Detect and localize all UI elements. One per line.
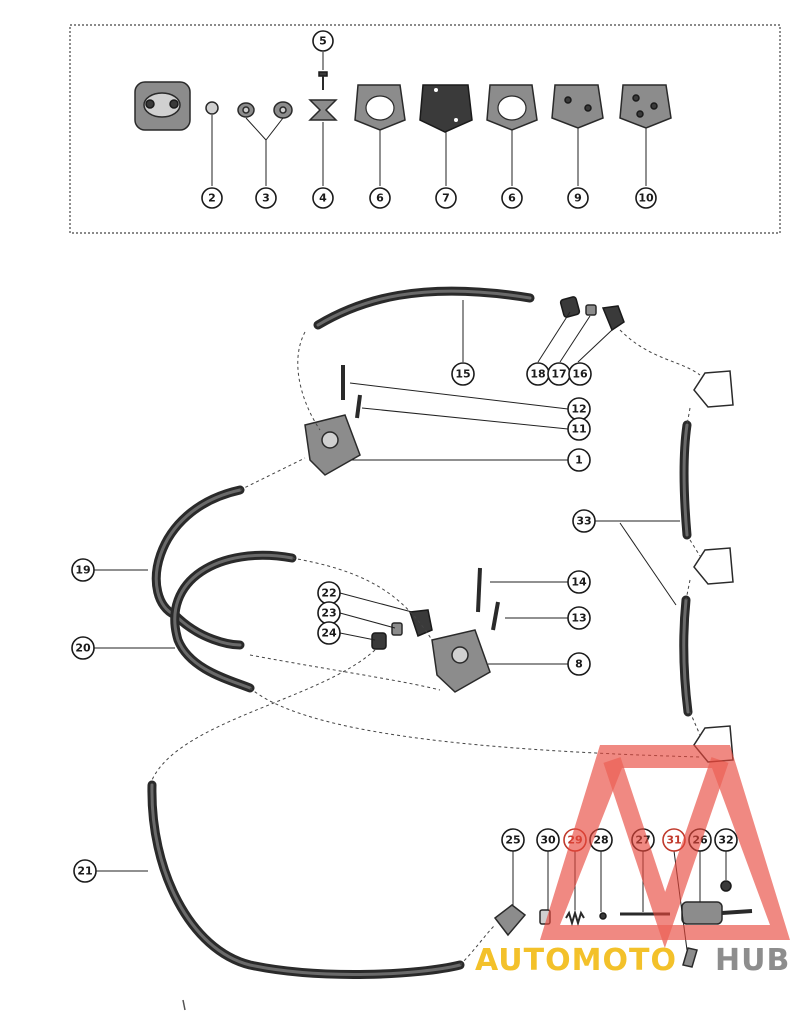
svg-text:10: 10 [638, 192, 654, 205]
inset-frame [69, 24, 781, 234]
inset-parts [134, 71, 672, 133]
check-valve-icon [237, 101, 293, 119]
svg-text:25: 25 [505, 834, 520, 847]
callout-8: 8 [567, 652, 591, 676]
svg-text:9: 9 [574, 192, 582, 205]
speck [182, 999, 186, 1011]
svg-text:30: 30 [540, 834, 556, 847]
svg-text:32: 32 [718, 834, 733, 847]
callout-7: 7 [435, 187, 457, 209]
callout-1: 1 [567, 448, 591, 472]
svg-text:33: 33 [576, 515, 591, 528]
svg-text:5: 5 [319, 35, 327, 48]
svg-text:19: 19 [75, 564, 90, 577]
fuel-pump-lower-icon [431, 629, 491, 693]
gasket-icon [354, 84, 406, 131]
callout-11: 11 [567, 417, 591, 441]
diaphragm-icon [419, 84, 473, 133]
svg-text:11: 11 [571, 423, 586, 436]
svg-text:14: 14 [571, 576, 587, 589]
fuel-pump-upper-icon [304, 414, 361, 476]
svg-text:31: 31 [666, 834, 681, 847]
callout-30: 30 [536, 828, 560, 852]
callout-19: 19 [71, 558, 95, 582]
svg-text:12: 12 [571, 403, 586, 416]
callout-2: 2 [201, 187, 223, 209]
svg-text:8: 8 [575, 658, 583, 671]
valve-assembly [493, 880, 753, 968]
callout-20: 20 [71, 636, 95, 660]
callout-24: 24 [317, 621, 341, 645]
hoses [147, 286, 693, 979]
svg-text:13: 13 [571, 612, 586, 625]
screws [341, 365, 500, 631]
svg-text:6: 6 [508, 192, 516, 205]
callout-14: 14 [567, 570, 591, 594]
svg-text:28: 28 [593, 834, 608, 847]
callout-4: 4 [312, 187, 334, 209]
callout-23: 23 [317, 601, 341, 625]
callout-9: 9 [567, 187, 589, 209]
callout-16: 16 [568, 362, 592, 386]
hose-clamps [693, 370, 734, 763]
callout-6b: 6 [501, 187, 523, 209]
callout-3: 3 [255, 187, 277, 209]
callout-31: 31 [662, 828, 686, 852]
svg-text:1: 1 [575, 454, 583, 467]
callout-17: 17 [547, 362, 571, 386]
pump-cover-icon [551, 84, 604, 129]
watermark-triangle-icon [540, 745, 790, 940]
svg-text:23: 23 [321, 607, 336, 620]
pump-cover-icon [619, 84, 672, 129]
o-ring-icon [205, 101, 219, 115]
callout-21: 21 [73, 859, 97, 883]
callout-15: 15 [451, 362, 475, 386]
callout-22: 22 [317, 581, 341, 605]
callout-6: 6 [369, 187, 391, 209]
svg-text:7: 7 [442, 192, 450, 205]
svg-text:6: 6 [376, 192, 384, 205]
hose-fittings [559, 296, 625, 332]
svg-text:21: 21 [77, 865, 92, 878]
fuel-pump-body-icon [134, 81, 191, 131]
callout-13: 13 [567, 606, 591, 630]
svg-text:20: 20 [75, 642, 91, 655]
screw-icon [318, 71, 328, 90]
inset-leaders [211, 52, 647, 186]
gasket-icon [486, 84, 538, 131]
svg-text:16: 16 [572, 368, 588, 381]
callout-12: 12 [567, 397, 591, 421]
svg-text:2: 2 [208, 192, 216, 205]
watermark-logo: AUTOMOTO HUB [475, 745, 790, 978]
pump-fittings [371, 609, 433, 650]
callout-10: 10 [635, 187, 657, 209]
callout-32: 32 [714, 828, 738, 852]
svg-text:22: 22 [321, 587, 336, 600]
callout-25: 25 [501, 828, 525, 852]
svg-text:17: 17 [551, 368, 566, 381]
svg-text:15: 15 [455, 368, 470, 381]
routing-lines [151, 329, 701, 966]
svg-text:18: 18 [530, 368, 545, 381]
svg-text:24: 24 [321, 627, 337, 640]
svg-text:3: 3 [262, 192, 270, 205]
watermark-text-hub: HUB [715, 943, 790, 978]
svg-text:4: 4 [319, 192, 327, 205]
watermark-text-automoto: AUTOMOTO [475, 943, 677, 978]
callout-18: 18 [526, 362, 550, 386]
callout-33: 33 [572, 509, 596, 533]
callout-5: 5 [312, 30, 334, 52]
retainer-icon [308, 99, 338, 121]
